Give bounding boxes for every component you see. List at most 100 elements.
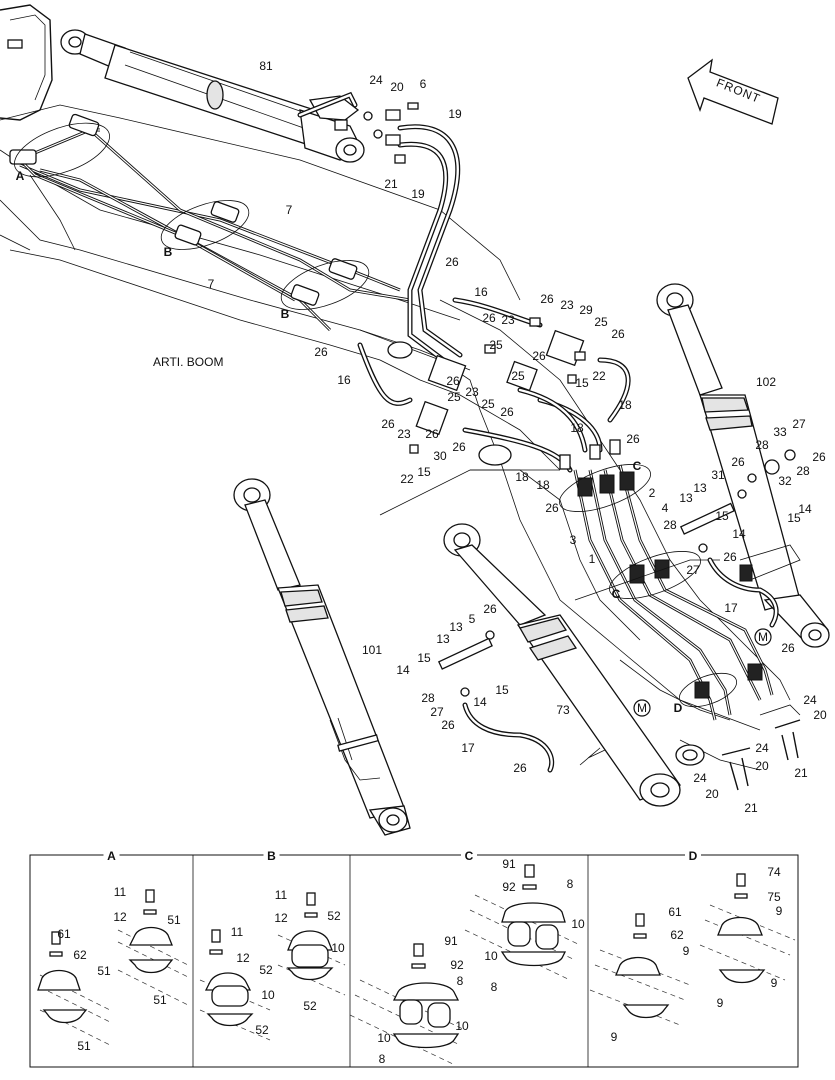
part-number-label: 27 <box>430 705 444 719</box>
part-number-label: 19 <box>448 107 462 121</box>
part-number-label: 27 <box>686 563 700 577</box>
part-number-label: 23 <box>560 298 574 312</box>
part-number-label: 26 <box>441 718 455 732</box>
panel-part-label: 91 <box>444 934 458 948</box>
part-number-label: 24 <box>755 741 769 755</box>
part-number-label: 20 <box>705 787 719 801</box>
part-number-label: 15 <box>575 376 589 390</box>
part-number-label: 28 <box>421 691 435 705</box>
panel-part-label: 9 <box>717 996 724 1010</box>
part-number-label: 15 <box>417 651 431 665</box>
part-number-label: 26 <box>626 432 640 446</box>
part-number-label: 30 <box>433 449 447 463</box>
part-number-label: 25 <box>594 315 608 329</box>
part-number-label: 25 <box>481 397 495 411</box>
part-number-label: 26 <box>482 311 496 325</box>
part-number-label: 26 <box>812 450 826 464</box>
arti-boom-pipes <box>559 439 774 721</box>
part-number-label: 27 <box>792 417 806 431</box>
part-number-label: 28 <box>755 438 769 452</box>
panel-part-label: 52 <box>255 1023 269 1037</box>
part-number-label: 22 <box>400 472 414 486</box>
part-number-label: 26 <box>611 327 625 341</box>
part-number-label: 18 <box>515 470 529 484</box>
part-number-label: 28 <box>663 518 677 532</box>
panel-part-label: 8 <box>457 974 464 988</box>
panel-part-label: 92 <box>450 958 464 972</box>
part-number-label: 23 <box>501 313 515 327</box>
part-number-label: 15 <box>417 465 431 479</box>
panel-part-label: 62 <box>73 948 87 962</box>
circled-m-ring <box>754 628 772 646</box>
view-callout-label: C <box>633 459 642 473</box>
panel-part-label: 12 <box>113 910 127 924</box>
panel-part-label: 92 <box>502 880 516 894</box>
part-number-label: 26 <box>483 602 497 616</box>
panel-a-clamps <box>37 889 189 1046</box>
panel-part-label: 10 <box>571 917 585 931</box>
part-number-label: 15 <box>495 683 509 697</box>
hose-17 <box>437 449 796 773</box>
part-number-label: 18 <box>618 398 632 412</box>
part-number-label: 26 <box>446 374 460 388</box>
view-callout-label: B <box>281 307 290 321</box>
panel-d-clamps <box>589 873 796 1026</box>
panel-title: D <box>689 849 698 863</box>
panel-part-label: 74 <box>767 865 781 879</box>
part-number-label: 33 <box>773 425 787 439</box>
part-number-label: 20 <box>755 759 769 773</box>
part-number-label: 14 <box>473 695 487 709</box>
part-number-label: 24 <box>369 73 383 87</box>
panel-part-label: 51 <box>167 913 181 927</box>
panel-part-label: 52 <box>259 963 273 977</box>
part-number-label: 20 <box>813 708 827 722</box>
panel-part-label: 9 <box>611 1030 618 1044</box>
part-number-label: 13 <box>693 481 707 495</box>
panel-part-label: 61 <box>668 905 682 919</box>
part-number-label: 32 <box>778 474 792 488</box>
fittings-cluster <box>363 102 586 454</box>
part-number-label: 23 <box>465 385 479 399</box>
circled-m-label: M <box>637 701 647 715</box>
arm-cylinder-73 <box>443 523 682 807</box>
panel-part-label: 9 <box>776 904 783 918</box>
panel-title-background <box>263 848 280 862</box>
panel-part-label: 10 <box>455 1019 469 1033</box>
panel-part-label: 91 <box>502 857 516 871</box>
part-number-label: 26 <box>781 641 795 655</box>
panel-part-label: 9 <box>771 976 778 990</box>
panel-part-label: 11 <box>231 925 244 939</box>
part-number-label: 26 <box>545 501 559 515</box>
part-number-label: 15 <box>715 509 729 523</box>
part-number-label: 4 <box>662 501 669 515</box>
part-number-label: 26 <box>723 550 737 564</box>
panel-part-label: 10 <box>331 941 345 955</box>
arti-boom-label: ARTI. BOOM <box>153 355 223 369</box>
part-number-label: 31 <box>711 468 725 482</box>
panel-part-label: 51 <box>97 964 111 978</box>
pipe-line-7 <box>9 113 411 332</box>
part-number-label: 19 <box>411 187 425 201</box>
panel-part-label: 61 <box>57 927 71 941</box>
part-number-label: 26 <box>540 292 554 306</box>
part-number-label: 26 <box>532 349 546 363</box>
view-callout-label: C <box>612 587 621 601</box>
panel-title-background <box>461 848 477 862</box>
part-number-label: 15 <box>787 511 801 525</box>
part-number-label: 16 <box>474 285 488 299</box>
panel-title: A <box>107 849 116 863</box>
panel-part-label: 9 <box>683 944 690 958</box>
part-number-label: 26 <box>452 440 466 454</box>
panel-part-label: 11 <box>114 885 127 899</box>
part-number-label: 24 <box>693 771 707 785</box>
panel-part-label: 8 <box>491 980 498 994</box>
part-number-label: 73 <box>556 703 570 717</box>
part-number-label: 14 <box>732 527 746 541</box>
part-number-label: 22 <box>592 369 606 383</box>
part-number-label: 26 <box>425 427 439 441</box>
part-number-label: 26 <box>445 255 459 269</box>
part-number-label: 21 <box>384 177 398 191</box>
